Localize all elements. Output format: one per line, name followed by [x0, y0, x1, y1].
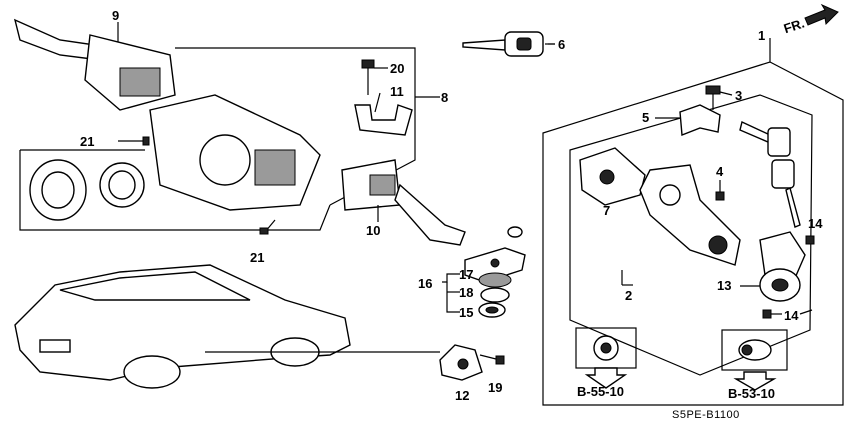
screw-part: [715, 180, 725, 201]
callout-20: 20: [390, 61, 404, 76]
ring-part: [478, 302, 506, 318]
combination-switch-part: [13, 18, 176, 111]
callout-19: 19: [488, 380, 502, 395]
callout-8: 8: [441, 90, 448, 105]
screw-part: [805, 235, 815, 245]
callout-4: 4: [716, 164, 724, 179]
front-direction-label: FR.: [782, 16, 807, 37]
callout-18: 18: [459, 285, 473, 300]
callout-21-bottom: 21: [250, 250, 264, 265]
callout-2: 2: [625, 288, 632, 303]
callout-13: 13: [717, 278, 731, 293]
ignition-key-part: [739, 121, 801, 228]
screw-part: [118, 136, 150, 146]
reference-label-right: B-53-10: [728, 386, 775, 401]
ring-part: [478, 272, 512, 288]
lock-set-outline: [542, 38, 844, 406]
callout-10: 10: [366, 223, 380, 238]
cable-reel-part: [29, 159, 145, 221]
callout-9: 9: [112, 8, 119, 23]
callout-16: 16: [418, 276, 432, 291]
switch-housing-part: [149, 94, 321, 211]
key-cylinder-part: [740, 231, 806, 302]
bracket-part: [655, 104, 721, 136]
callout-12: 12: [455, 388, 469, 403]
car-illustration: [14, 264, 440, 389]
front-direction-arrow-icon: [804, 3, 839, 26]
callout-6: 6: [558, 37, 565, 52]
callout-5: 5: [642, 110, 649, 125]
reference-label-left: B-55-10: [577, 384, 624, 399]
diagram-code: S5PE-B1100: [672, 409, 740, 421]
callout-14-bottom: 14: [784, 308, 799, 323]
screw-part: [479, 354, 505, 365]
callout-1: 1: [758, 28, 765, 43]
callout-17: 17: [459, 267, 473, 282]
key-fob-part: [464, 226, 526, 283]
steering-lock-part: [579, 147, 646, 206]
reference-cylinder-right: [721, 329, 788, 391]
callout-21-top: 21: [80, 134, 94, 149]
screw-part: [762, 309, 782, 319]
callout-14-top: 14: [808, 216, 823, 231]
ring-part: [480, 287, 510, 303]
callout-3: 3: [735, 88, 742, 103]
bolt-part: [361, 59, 375, 95]
door-cylinder-part: [439, 344, 483, 381]
leader-lines: [374, 43, 813, 315]
ignition-switch-part: [639, 164, 741, 266]
bolt-part: [705, 85, 733, 110]
callout-11: 11: [390, 84, 404, 99]
screw-part: [259, 219, 276, 235]
cover-bracket-part: [354, 104, 413, 136]
callout-7: 7: [603, 203, 610, 218]
key-part: [462, 31, 555, 57]
reference-cylinder-left: [575, 327, 637, 389]
lighting-switch-part: [341, 159, 466, 246]
bracket-16: [442, 273, 460, 313]
callout-15: 15: [459, 305, 473, 320]
callout-labels: 9 21 21 20 11 8 10 6 1 3 5 7 4 14 13 2 1…: [80, 8, 823, 403]
